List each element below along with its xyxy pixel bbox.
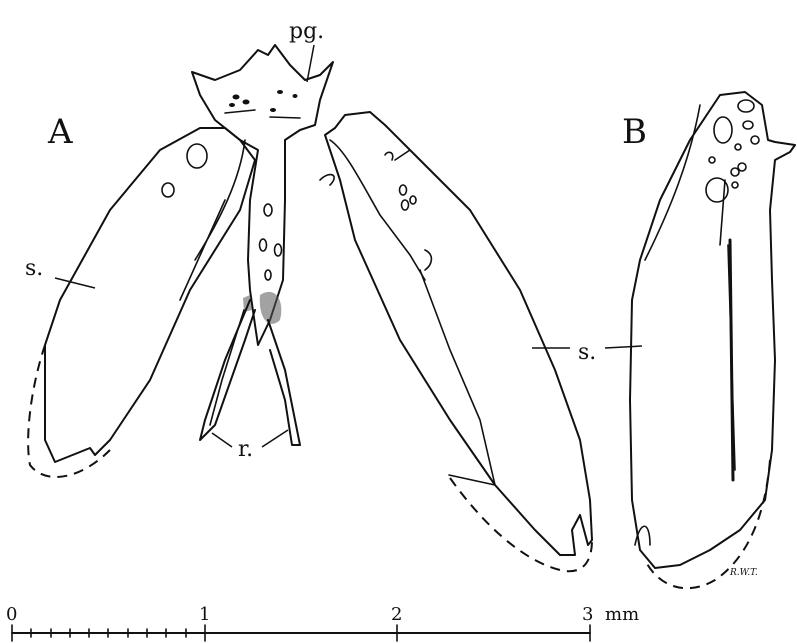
scale-tick-0: 0 — [6, 604, 17, 625]
label-s-left: s. — [25, 256, 43, 281]
scale-tick-1: 1 — [199, 604, 210, 625]
valve-middle — [320, 112, 592, 571]
scale-tick-3: 3 — [582, 604, 593, 625]
illustrator-signature: R.W.T. — [729, 568, 758, 578]
panel-label-b: B — [622, 112, 647, 152]
scale-tick-2: 2 — [391, 604, 402, 625]
valve-b — [630, 92, 795, 588]
panel-label-a: A — [47, 112, 73, 152]
scale-unit: mm — [605, 604, 639, 625]
rods-r — [200, 300, 300, 447]
label-pg: pg. — [289, 19, 324, 44]
valve-left — [28, 128, 255, 477]
process-pg — [192, 45, 333, 345]
scale-bar — [12, 625, 590, 641]
label-r: r. — [238, 437, 253, 462]
label-s-middle: s. — [578, 340, 596, 365]
